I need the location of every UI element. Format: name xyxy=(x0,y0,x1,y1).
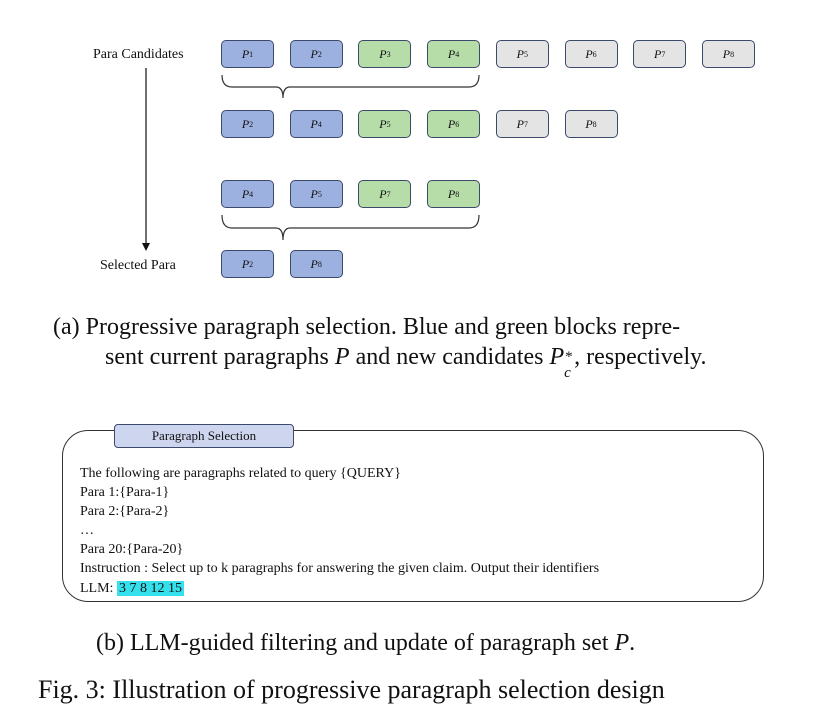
llm-label: LLM: xyxy=(80,581,117,596)
label-para-candidates: Para Candidates xyxy=(93,47,184,62)
caption-a-line2: sent current paragraphs P and new candid… xyxy=(105,342,707,381)
para-block-index: 6 xyxy=(592,49,597,59)
prompt-line: Para 20:{Para-20} xyxy=(80,542,184,557)
para-block-index: 3 xyxy=(386,49,391,59)
para-block-index: 5 xyxy=(386,119,391,129)
prompt-line: … xyxy=(80,523,94,538)
para-block-label: P xyxy=(654,46,662,61)
para-block-label: P xyxy=(379,186,387,201)
panel-title: Paragraph Selection xyxy=(114,424,294,448)
symbol-p: P xyxy=(549,344,565,370)
para-block-index: 2 xyxy=(249,119,254,129)
figure-caption: Fig. 3: Illustration of progressive para… xyxy=(38,675,665,704)
para-block-index: 8 xyxy=(317,259,322,269)
para-block-index: 4 xyxy=(317,119,322,129)
caption-a-line1: (a) Progressive paragraph selection. Blu… xyxy=(53,314,681,340)
para-block-label: P xyxy=(310,46,318,61)
para-block-label: P xyxy=(447,46,456,61)
para-block-index: 4 xyxy=(249,189,254,199)
symbol-p: P xyxy=(334,344,350,370)
caption-a-text: and new candidates xyxy=(349,344,550,370)
para-block-label: P xyxy=(241,46,250,61)
prompt-line: Para 2:{Para-2} xyxy=(80,504,170,519)
prompt-line: Instruction : Select up to k paragraphs … xyxy=(80,561,600,576)
para-block-label: P xyxy=(379,116,387,131)
para-block-index: 7 xyxy=(523,119,528,129)
para-block-index: 4 xyxy=(455,49,460,59)
para-block-index: 8 xyxy=(455,189,460,199)
para-block-label: P xyxy=(241,256,250,271)
prompt-line: Para 1:{Para-1} xyxy=(80,485,170,500)
para-block-index: 5 xyxy=(523,49,528,59)
para-block-label: P xyxy=(241,116,250,131)
diagram-connectors xyxy=(142,68,480,251)
para-block-label: P xyxy=(516,46,524,61)
brace-row3 xyxy=(221,214,480,241)
caption-b-text: . xyxy=(629,630,636,656)
para-block-label: P xyxy=(310,256,318,271)
symbol-subscript: c xyxy=(564,365,571,381)
caption-b-text: (b) LLM-guided filtering and update of p… xyxy=(96,630,615,656)
llm-line: LLM: 3 7 8 12 15 xyxy=(80,581,184,597)
para-block-label: P xyxy=(722,46,731,61)
para-block-label: P xyxy=(447,116,456,131)
para-block-label: P xyxy=(310,116,318,131)
para-block-index: 8 xyxy=(730,49,735,59)
prompt-panel xyxy=(62,430,764,602)
progress-arrowhead xyxy=(142,243,150,251)
caption-a-text: , respectively. xyxy=(574,344,707,370)
symbol-p: P xyxy=(614,630,630,656)
para-block-label: P xyxy=(585,116,593,131)
brace-row1 xyxy=(221,74,480,99)
para-block-index: 7 xyxy=(661,49,666,59)
symbol-superscript: * xyxy=(565,349,573,365)
para-block-label: P xyxy=(379,46,387,61)
para-block-label: P xyxy=(585,46,593,61)
caption-a-text: sent current paragraphs xyxy=(105,344,335,370)
para-block-index: 2 xyxy=(249,259,254,269)
para-block-label: P xyxy=(241,186,250,201)
caption-b: (b) LLM-guided filtering and update of p… xyxy=(96,630,635,657)
para-block-label: P xyxy=(516,116,524,131)
para-block-index: 8 xyxy=(592,119,597,129)
para-block-index: 5 xyxy=(317,189,322,199)
para-block-index: 7 xyxy=(386,189,391,199)
para-block-label: P xyxy=(447,186,456,201)
prompt-line: The following are paragraphs related to … xyxy=(80,466,401,481)
para-block-label: P xyxy=(310,186,318,201)
label-selected-para: Selected Para xyxy=(100,258,176,273)
llm-output-highlight: 3 7 8 12 15 xyxy=(116,581,184,596)
para-block-index: 2 xyxy=(317,49,322,59)
para-block-index: 1 xyxy=(249,49,254,59)
para-block-index: 6 xyxy=(455,119,460,129)
